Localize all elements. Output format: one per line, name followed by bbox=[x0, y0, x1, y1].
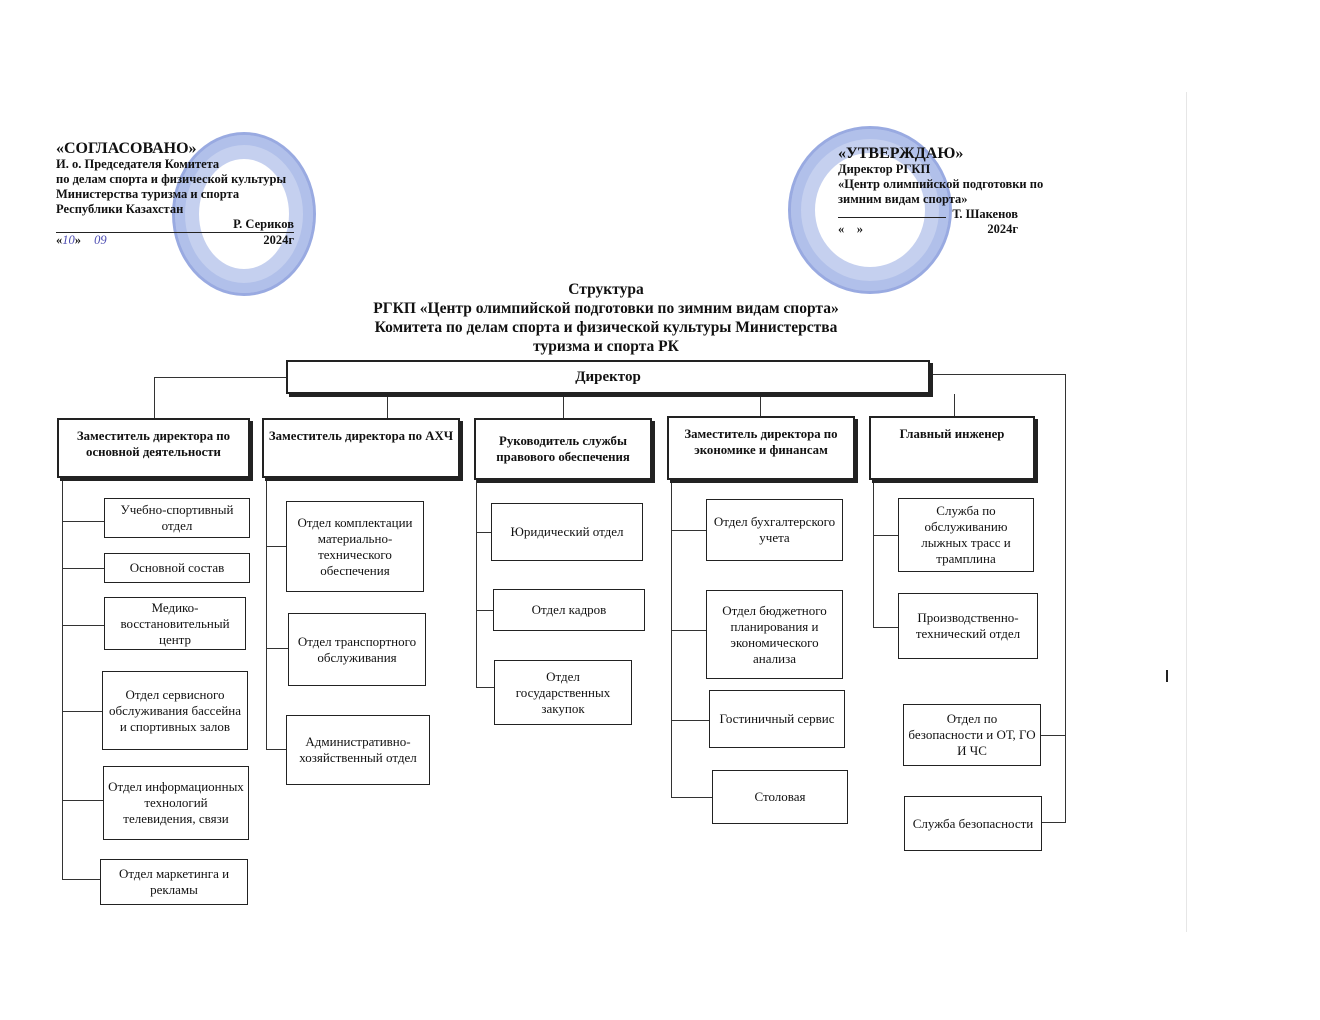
approval-right-date-year: 2024г bbox=[987, 222, 1018, 236]
title-line: туризма и спорта РК bbox=[533, 338, 679, 355]
unit-box: Отдел маркетинга и рекламы bbox=[100, 859, 248, 905]
connector bbox=[873, 627, 899, 629]
connector bbox=[154, 377, 288, 379]
connector bbox=[563, 394, 565, 418]
unit-box: Отдел государственных закупок bbox=[494, 660, 632, 725]
unit-box: Отдел информационных технологий телевиде… bbox=[103, 766, 249, 840]
connector bbox=[266, 749, 288, 751]
connector bbox=[671, 480, 673, 798]
connector bbox=[266, 648, 288, 650]
manager-box-economics: Заместитель директора по экономике и фин… bbox=[667, 416, 855, 480]
connector bbox=[760, 394, 762, 418]
approval-right-line: зимним видам спорта» bbox=[838, 192, 968, 206]
connector bbox=[671, 720, 709, 722]
connector bbox=[928, 374, 1065, 376]
approval-left-date-day: 10 bbox=[62, 233, 75, 247]
connector bbox=[954, 394, 956, 418]
title-line: Комитета по делам спорта и физической ку… bbox=[374, 319, 838, 336]
director-box: Директор bbox=[286, 360, 930, 394]
unit-box: Служба безопасности bbox=[904, 796, 1042, 851]
connector bbox=[1065, 374, 1067, 822]
connector bbox=[1040, 735, 1066, 737]
unit-box: Производственно-технический отдел bbox=[898, 593, 1038, 659]
connector bbox=[873, 535, 899, 537]
approval-left-line: Министерства туризма и спорта bbox=[56, 187, 240, 201]
connector bbox=[476, 480, 478, 688]
approval-right-heading: «УТВЕРЖДАЮ» bbox=[838, 145, 964, 162]
unit-box: Столовая bbox=[712, 770, 848, 824]
unit-box: Отдел комплектации материально-техническ… bbox=[286, 501, 424, 592]
connector bbox=[387, 394, 389, 418]
connector bbox=[62, 568, 104, 570]
approval-right-line: «Центр олимпийской подготовки по bbox=[838, 177, 1044, 191]
unit-box: Основной состав bbox=[104, 553, 250, 583]
connector bbox=[476, 610, 494, 612]
connector bbox=[671, 630, 707, 632]
connector bbox=[62, 625, 104, 627]
connector bbox=[476, 532, 492, 534]
unit-box: Служба по обслуживанию лыжных трасс и тр… bbox=[898, 498, 1034, 572]
connector bbox=[671, 797, 713, 799]
connector bbox=[873, 480, 875, 628]
unit-box: Отдел бюджетного планирования и экономич… bbox=[706, 590, 843, 679]
connector bbox=[266, 546, 288, 548]
connector bbox=[62, 478, 64, 880]
connector bbox=[671, 530, 707, 532]
connector bbox=[62, 800, 104, 802]
approval-right-line: Директор РГКП bbox=[838, 162, 931, 176]
diagram-title: Структура РГКП «Центр олимпийской подгот… bbox=[0, 280, 1212, 356]
approval-left-line: И. о. Председателя Комитета bbox=[56, 157, 220, 171]
unit-box: Административно-хозяйственный отдел bbox=[286, 715, 430, 785]
approval-left-date-year: 2024г bbox=[263, 233, 294, 247]
approval-left-date-open: « bbox=[56, 233, 63, 247]
connector bbox=[476, 687, 496, 689]
approval-left-block: «СОГЛАСОВАНО» И. о. Председателя Комитет… bbox=[56, 140, 306, 249]
manager-box-main-activity: Заместитель директора по основной деятел… bbox=[57, 418, 250, 478]
approval-left-date-month: 09 bbox=[94, 233, 107, 247]
unit-box: Отдел транспортного обслуживания bbox=[288, 613, 426, 686]
manager-box-chief-engineer: Главный инженер bbox=[869, 416, 1035, 480]
connector bbox=[154, 377, 156, 419]
unit-box: Отдел бухгалтерского учета bbox=[706, 499, 843, 561]
approval-left-line: по делам спорта и физической культуры bbox=[56, 172, 287, 186]
title-line: Структура bbox=[568, 281, 644, 298]
approval-left-signatory: Р. Сериков bbox=[233, 217, 294, 231]
scan-mark bbox=[1166, 670, 1168, 682]
unit-box: Юридический отдел bbox=[491, 503, 643, 561]
connector bbox=[62, 879, 102, 881]
title-line: РГКП «Центр олимпийской подготовки по зи… bbox=[373, 300, 839, 317]
connector bbox=[1041, 822, 1066, 824]
approval-right-date-blank: « » bbox=[838, 222, 863, 236]
approval-right-signatory: Т. Шакенов bbox=[952, 207, 1018, 221]
stamp-seal-right bbox=[788, 126, 952, 294]
unit-box: Отдел по безопасности и ОТ, ГО И ЧС bbox=[903, 704, 1041, 766]
unit-box: Учебно-спортивный отдел bbox=[104, 498, 250, 538]
unit-box: Отдел сервисного обслуживания бассейна и… bbox=[102, 671, 248, 750]
unit-box: Медико-восстановительный центр bbox=[104, 597, 246, 650]
unit-box: Гостиничный сервис bbox=[709, 690, 845, 748]
unit-box: Отдел кадров bbox=[493, 589, 645, 631]
approval-left-date-close: » bbox=[74, 233, 81, 247]
approval-right-block: «УТВЕРЖДАЮ» Директор РГКП «Центр олимпий… bbox=[838, 145, 1053, 238]
page-edge bbox=[1186, 92, 1188, 932]
approval-left-heading: «СОГЛАСОВАНО» bbox=[56, 140, 197, 157]
manager-box-legal: Руководитель службы правового обеспечени… bbox=[474, 418, 652, 480]
connector bbox=[62, 711, 104, 713]
manager-box-ahch: Заместитель директора по АХЧ bbox=[262, 418, 460, 478]
approval-left-line: Республики Казахстан bbox=[56, 202, 184, 216]
connector bbox=[266, 478, 268, 750]
connector bbox=[62, 521, 104, 523]
stamp-seal-left bbox=[172, 132, 316, 296]
